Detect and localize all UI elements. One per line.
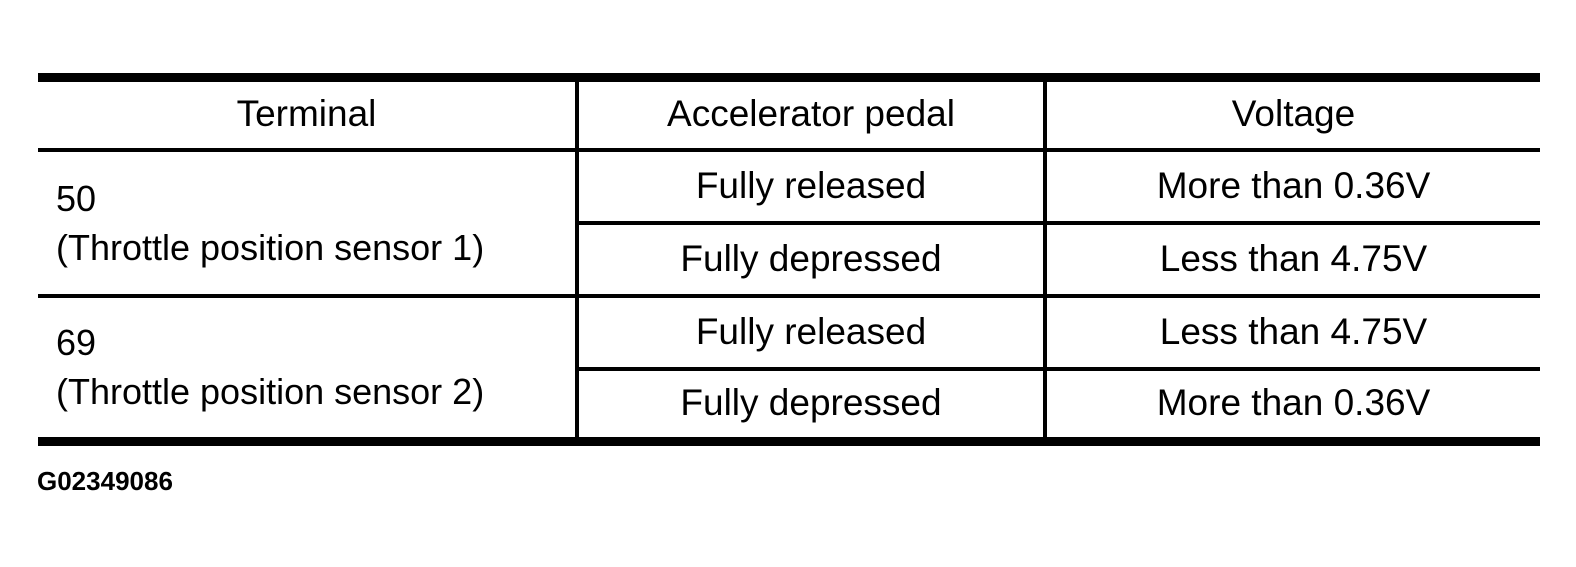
col-header-voltage: Voltage xyxy=(1043,77,1540,152)
pedal-cell: Fully released xyxy=(575,295,1045,371)
header-row: Terminal Accelerator pedal Voltage xyxy=(38,77,1540,152)
voltage-spec-table: Terminal Accelerator pedal Voltage 50 (T… xyxy=(38,73,1540,446)
terminal-number: 69 xyxy=(56,322,97,364)
terminal-description: (Throttle position sensor 1) xyxy=(56,226,485,268)
table-row: 69 (Throttle position sensor 2) Fully re… xyxy=(38,295,1540,412)
pedal-cell: Fully released xyxy=(575,149,1045,225)
terminal-description: (Throttle position sensor 2) xyxy=(56,371,485,413)
voltage-cell: Less than 4.75V xyxy=(1043,295,1540,371)
figure-id: G02349086 xyxy=(37,466,173,496)
voltage-cell: More than 0.36V xyxy=(1043,368,1540,442)
pedal-cell: Fully depressed xyxy=(575,222,1045,298)
voltage-cell: More than 0.36V xyxy=(1043,149,1540,225)
pedal-cell: Fully depressed xyxy=(575,368,1045,442)
voltage-cell: Less than 4.75V xyxy=(1043,222,1540,298)
table-row: Fully depressed Less than 4.75V xyxy=(38,222,1540,298)
terminal-cell-50: 50 (Throttle position sensor 1) xyxy=(38,149,577,298)
terminal-number: 50 xyxy=(56,177,97,219)
table-row: Fully depressed More than 0.36V xyxy=(38,368,1540,442)
terminal-cell-69: 69 (Throttle position sensor 2) xyxy=(38,296,577,442)
col-header-terminal: Terminal xyxy=(38,77,577,152)
table-row: 50 (Throttle position sensor 1) Fully re… xyxy=(38,149,1540,298)
col-header-accelerator-pedal: Accelerator pedal xyxy=(575,77,1045,152)
